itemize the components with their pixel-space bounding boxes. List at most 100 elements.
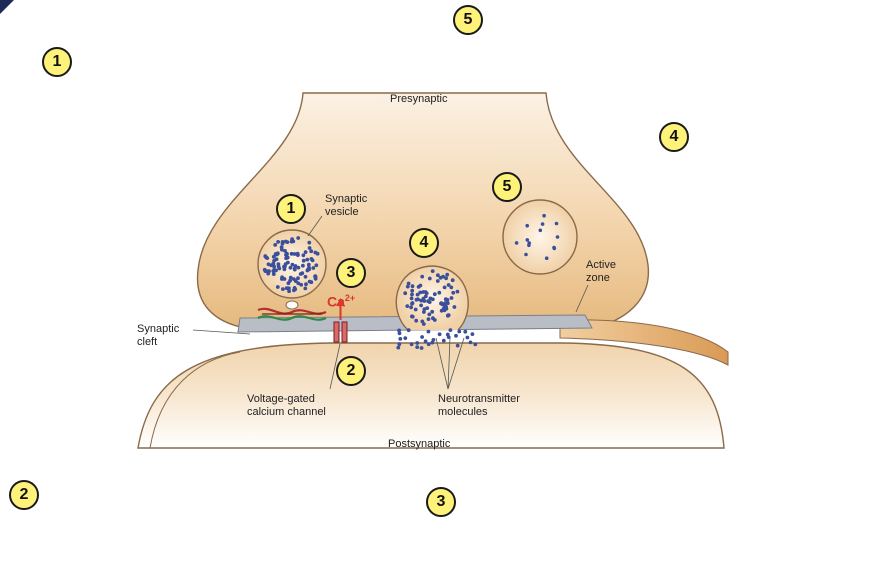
molecule-dot [455,289,460,294]
molecule-dot [309,257,314,261]
snare-complex [257,300,327,321]
molecule-dot [421,296,426,301]
molecule-dot [451,290,456,295]
molecule-dot [292,252,297,256]
molecule-dot [555,235,560,239]
molecule-dot [266,262,271,267]
molecule-dot [424,291,429,296]
molecule-dot [292,277,296,281]
molecule-dot [418,290,423,295]
molecule-dot [413,307,418,312]
molecule-dot [452,305,457,309]
leader-lines [192,215,589,390]
molecule-dot [435,279,440,283]
molecule-dot [307,240,312,245]
vesicle-4-molecules [403,269,460,326]
molecule-dot [470,332,475,336]
diagram-marker-4[interactable]: 4 [409,228,439,258]
molecule-dot [444,276,448,281]
molecule-dot [446,313,450,318]
molecule-dot [425,306,430,310]
molecule-dot [290,262,295,267]
molecule-dot [309,280,314,285]
molecule-dot [438,275,443,280]
diagram-marker-2[interactable]: 2 [336,356,366,386]
molecule-dot [418,283,423,288]
postsynaptic-outer-line [149,351,241,449]
diagram-marker-3[interactable]: 3 [336,258,366,288]
diagram-marker-5[interactable]: 5 [492,172,522,202]
molecule-dot [421,290,426,294]
molecule-dot [281,287,285,291]
molecule-dot [552,245,556,250]
molecule-dot [463,329,468,334]
molecule-dot [449,296,454,300]
molecule-dot [283,249,287,253]
molecule-dot [422,310,426,314]
vesicle-5-molecules [514,213,560,261]
molecule-dot [292,286,297,290]
molecule-dot [276,264,281,269]
synaptic-vesicle-label: Synaptic vesicle [325,193,368,218]
molecule-dot [288,275,293,280]
molecule-dot [303,250,308,255]
molecule-dot [419,303,423,308]
molecule-dot [436,273,440,278]
diagram-marker-1[interactable]: 1 [276,194,306,224]
molecule-dot [457,329,462,334]
molecule-dot [448,328,453,332]
answer-marker-2[interactable]: 2 [9,480,39,510]
molecule-dot [415,292,420,297]
answer-marker-5[interactable]: 5 [453,5,483,35]
molecule-dot [410,292,414,297]
molecule-dot [301,253,306,258]
postsynaptic-label: Postsynaptic [388,438,451,450]
neurotransmitter-label: Neurotransmitter molecules [438,393,520,418]
molecule-dot [287,289,291,294]
molecule-dot [305,257,310,262]
molecule-dot [282,264,287,269]
molecule-dot [299,282,304,287]
molecule-dot [307,246,312,250]
molecule-dot [273,243,278,247]
molecule-dot [280,277,284,281]
molecule-dot [274,268,278,273]
molecule-dot [275,251,280,256]
answer-marker-3[interactable]: 3 [426,487,456,517]
molecule-dot [309,249,314,254]
molecule-dot [405,304,410,308]
molecule-dot [284,256,288,261]
synaptic-cleft-label: Synaptic cleft [137,323,180,348]
molecule-dot [468,340,473,345]
molecule-dot [419,346,424,350]
molecule-dot [430,340,435,345]
molecule-dot [396,345,401,350]
molecule-dot [262,267,267,272]
molecule-dot [397,328,401,333]
molecule-dot [525,223,529,228]
corner-mark [0,0,14,14]
molecule-dot [267,269,271,274]
molecule-dot [290,237,294,242]
molecule-dot [437,332,442,337]
molecule-dot [542,213,546,218]
molecule-dot [314,263,319,268]
molecule-dot [280,240,285,244]
molecule-dot [406,328,411,333]
molecule-dot [443,301,448,305]
molecule-dot [432,292,437,297]
molecule-dot [439,301,444,306]
molecule-dot [298,272,303,276]
molecule-dot [431,316,435,321]
molecule-dot [473,342,478,347]
molecule-dot [403,336,408,340]
molecule-dot [276,240,280,244]
molecule-dot [280,247,284,252]
molecule-dot [296,276,300,281]
molecule-dot [410,314,415,319]
answer-marker-1[interactable]: 1 [42,47,72,77]
molecule-dot [524,252,528,257]
answer-marker-4[interactable]: 4 [659,122,689,152]
